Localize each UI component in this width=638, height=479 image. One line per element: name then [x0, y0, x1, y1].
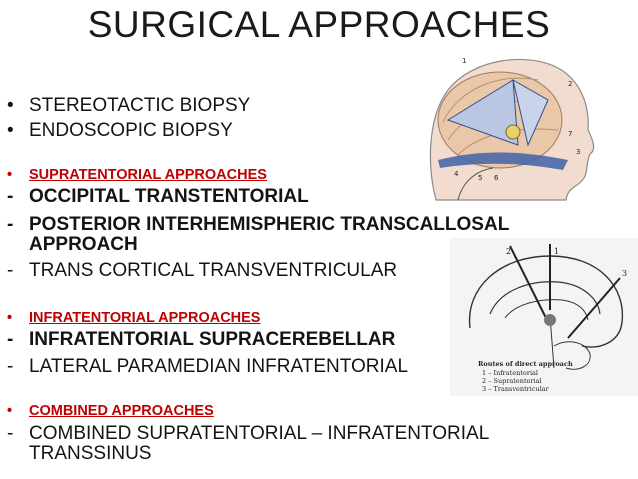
item-trans-cortical: -TRANS CORTICAL TRANSVENTRICULAR	[7, 260, 397, 282]
dash-marker: -	[7, 186, 14, 207]
dash-marker: -	[7, 329, 14, 350]
heading-text: COMBINED APPROACHES	[29, 403, 214, 419]
dash-marker: -	[7, 423, 14, 444]
figure1-label: 1	[462, 57, 466, 65]
bullet-endoscopic-biopsy: • ENDOSCOPIC BIOPSY	[7, 120, 233, 142]
figure2-caption-title: Routes of direct approach	[478, 360, 573, 368]
item-infratentorial-supracerebellar: -INFRATENTORIAL SUPRACEREBELLAR	[7, 329, 395, 351]
item-approach-continuation: APPROACH	[29, 234, 138, 255]
item-posterior-interhemispheric: -POSTERIOR INTERHEMISPHERIC TRANSCALLOSA…	[7, 214, 509, 236]
heading-text: SUPRATENTORIAL APPROACHES	[29, 167, 267, 183]
figure1-label: 7	[568, 130, 572, 138]
item-occipital-transtentorial: -OCCIPITAL TRANSTENTORIAL	[7, 186, 309, 208]
figure1-label: 2	[568, 80, 572, 88]
figure2-caption-item: 2 – Supratentorial	[482, 377, 542, 385]
figure1-label: 4	[454, 170, 459, 178]
bullet-text: ENDOSCOPIC BIOPSY	[29, 120, 233, 141]
figure2-label: 1	[554, 247, 559, 256]
direct-approach-diagram: 1 2 3 Routes of direct approach 1 – Infr…	[450, 238, 638, 396]
bullet-marker: •	[7, 95, 14, 116]
item-text: INFRATENTORIAL SUPRACEREBELLAR	[29, 329, 396, 350]
bullet-text: STEREOTACTIC BIOPSY	[29, 95, 251, 116]
dash-marker: -	[7, 356, 14, 377]
bullet-stereotactic-biopsy: • STEREOTACTIC BIOPSY	[7, 95, 250, 117]
item-text: OCCIPITAL TRANSTENTORIAL	[29, 186, 309, 207]
figure2-label: 3	[622, 269, 627, 278]
heading-infratentorial: • INFRATENTORIAL APPROACHES	[7, 310, 260, 326]
item-text: LATERAL PARAMEDIAN INFRATENTORIAL	[29, 356, 409, 377]
dash-marker: -	[7, 260, 14, 281]
bullet-marker: •	[7, 167, 13, 183]
slide-title: SURGICAL APPROACHES	[87, 4, 551, 45]
figure2-caption-item: 3 – Transventricular	[482, 385, 550, 393]
item-transsinus-continuation: TRANSSINUS	[29, 443, 152, 464]
item-lateral-paramedian: -LATERAL PARAMEDIAN INFRATENTORIAL	[7, 356, 408, 378]
item-combined-supra-infra: -COMBINED SUPRATENTORIAL – INFRATENTORIA…	[7, 423, 489, 445]
figure2-caption-item: 1 – Infratentorial	[482, 369, 538, 377]
heading-text: INFRATENTORIAL APPROACHES	[29, 310, 261, 326]
heading-combined: • COMBINED APPROACHES	[7, 403, 214, 419]
bullet-marker: •	[7, 310, 13, 326]
item-text: TRANS CORTICAL TRANSVENTRICULAR	[29, 260, 398, 281]
bullet-marker: •	[7, 120, 14, 141]
bullet-marker: •	[7, 403, 13, 419]
figure1-label: 6	[494, 174, 499, 182]
figure2-label: 2	[506, 247, 511, 256]
brain-approach-illustration: 1 2 3 4 5 6 7	[429, 57, 595, 201]
item-text: POSTERIOR INTERHEMISPHERIC TRANSCALLOSAL	[29, 214, 510, 235]
item-text: COMBINED SUPRATENTORIAL – INFRATENTORIAL	[29, 423, 490, 444]
figure1-label: 5	[478, 174, 482, 182]
figure1-label: 3	[576, 148, 580, 156]
heading-supratentorial: • SUPRATENTORIAL APPROACHES	[7, 167, 267, 183]
dash-marker: -	[7, 214, 14, 235]
